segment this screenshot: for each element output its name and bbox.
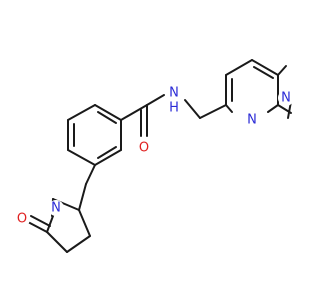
bond (97, 146, 117, 159)
benzene-ring (67, 104, 122, 166)
bond (30, 215, 51, 227)
imidazopyridine-ring (225, 59, 293, 119)
oxygen-atom-label: O (139, 141, 149, 156)
atom-bg (166, 85, 182, 101)
atom-bg (136, 140, 152, 156)
bond (199, 104, 227, 119)
bond (267, 104, 279, 113)
bond (225, 59, 253, 76)
bond (253, 66, 274, 79)
amide-nitrogen-label: N (169, 86, 179, 101)
bond (94, 104, 122, 121)
bond (85, 164, 96, 185)
structure-drawing: O N H N O N N (14, 59, 294, 253)
molecule-structure: O N H N O N N (14, 59, 294, 253)
bond (97, 111, 117, 124)
atom-bg (14, 211, 30, 227)
lactam-oxygen-label: O (17, 212, 27, 227)
bond (78, 183, 87, 211)
atom-bg (48, 200, 64, 216)
bond (184, 99, 201, 119)
atom-bg (278, 90, 294, 106)
bond (27, 221, 48, 233)
bond (67, 104, 96, 121)
bond (225, 104, 233, 113)
bond (277, 65, 287, 76)
bond (46, 231, 68, 253)
atom-labels: O N H N O N N (14, 85, 294, 227)
bridgehead-nitrogen-label: N (247, 113, 257, 128)
bond (94, 149, 122, 166)
bond (78, 209, 91, 237)
amide-linker (120, 94, 227, 137)
amide-hydrogen-label: H (169, 101, 179, 116)
bond (251, 59, 279, 76)
imidazole-nitrogen-label: N (281, 91, 291, 106)
bond (66, 235, 91, 253)
bond (67, 149, 96, 166)
bond (120, 104, 148, 121)
atom-bg (244, 112, 260, 128)
bond (146, 94, 165, 106)
pyrrolidinone-nitrogen-label: N (51, 201, 61, 216)
